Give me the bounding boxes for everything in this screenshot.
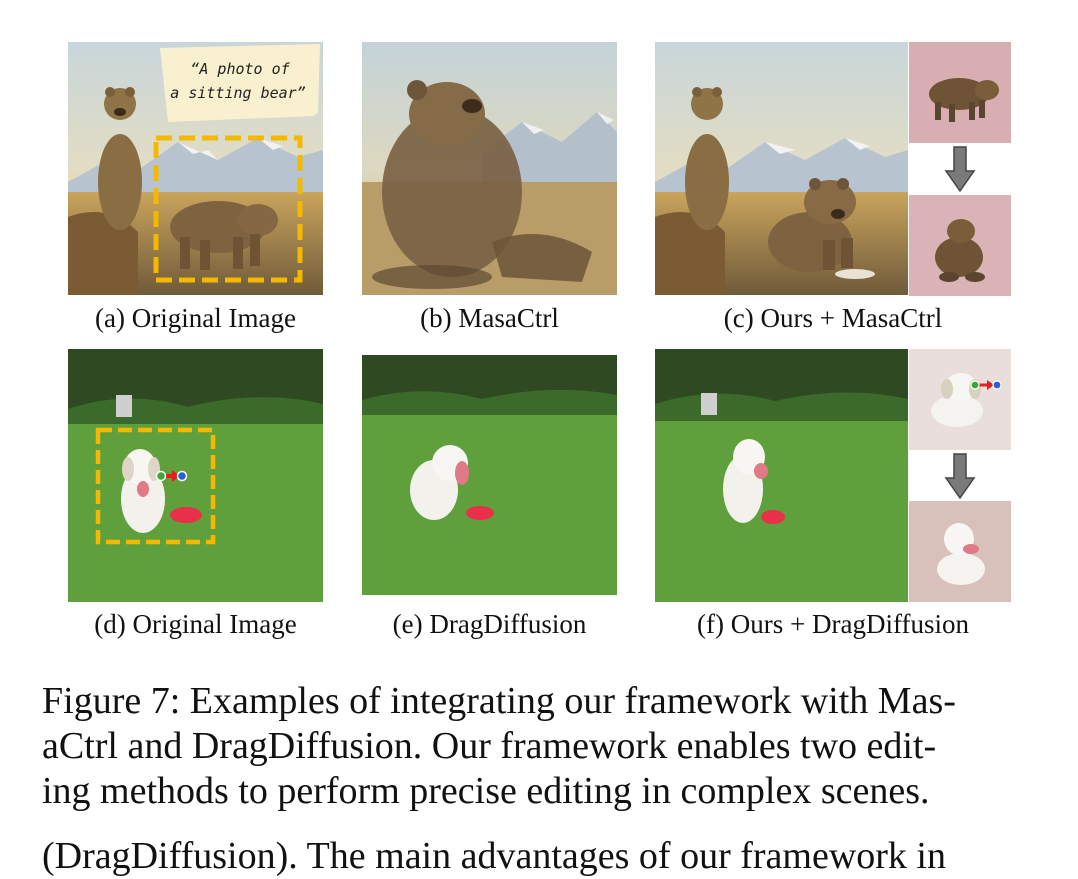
label-e: (e) DragDiffusion xyxy=(392,609,587,639)
panel-c-inset-standing-bear xyxy=(909,42,1011,143)
panel-f-ours-dragdiffusion-dog xyxy=(655,349,908,602)
figure-caption: Figure 7: Examples of integrating our fr… xyxy=(42,679,1036,814)
label-f: (f) Ours + DragDiffusion xyxy=(697,609,969,639)
label-a: (a) Original Image xyxy=(95,303,296,333)
caption-line-3: ing methods to perform precise editing i… xyxy=(42,770,930,812)
panel-c-inset-sitting-bear xyxy=(909,195,1011,296)
label-d: (d) Original Image xyxy=(94,609,297,639)
down-arrow-icon xyxy=(944,145,976,193)
label-c: (c) Ours + MasaCtrl xyxy=(723,303,943,333)
panel-f-inset-dog-after xyxy=(909,501,1011,602)
prompt-bubble-line-1: “A photo of xyxy=(190,60,290,78)
panel-e-dragdiffusion-dog xyxy=(362,355,617,595)
prompt-bubble-line-2: a sitting bear” xyxy=(170,84,305,102)
panel-c-ours-masactrl-bear xyxy=(655,42,908,295)
down-arrow-icon xyxy=(944,452,976,500)
panel-a-original-bear: “A photo of a sitting bear” xyxy=(68,42,323,295)
caption-line-1: Figure 7: Examples of integrating our fr… xyxy=(42,680,956,722)
panel-b-masactrl-bear xyxy=(362,42,617,295)
caption-line-2: aCtrl and DragDiffusion. Our framework e… xyxy=(42,725,937,767)
panel-d-original-dog xyxy=(68,349,323,602)
label-b: (b) MasaCtrl xyxy=(420,303,559,333)
panel-f-inset-dog-before xyxy=(909,349,1011,450)
